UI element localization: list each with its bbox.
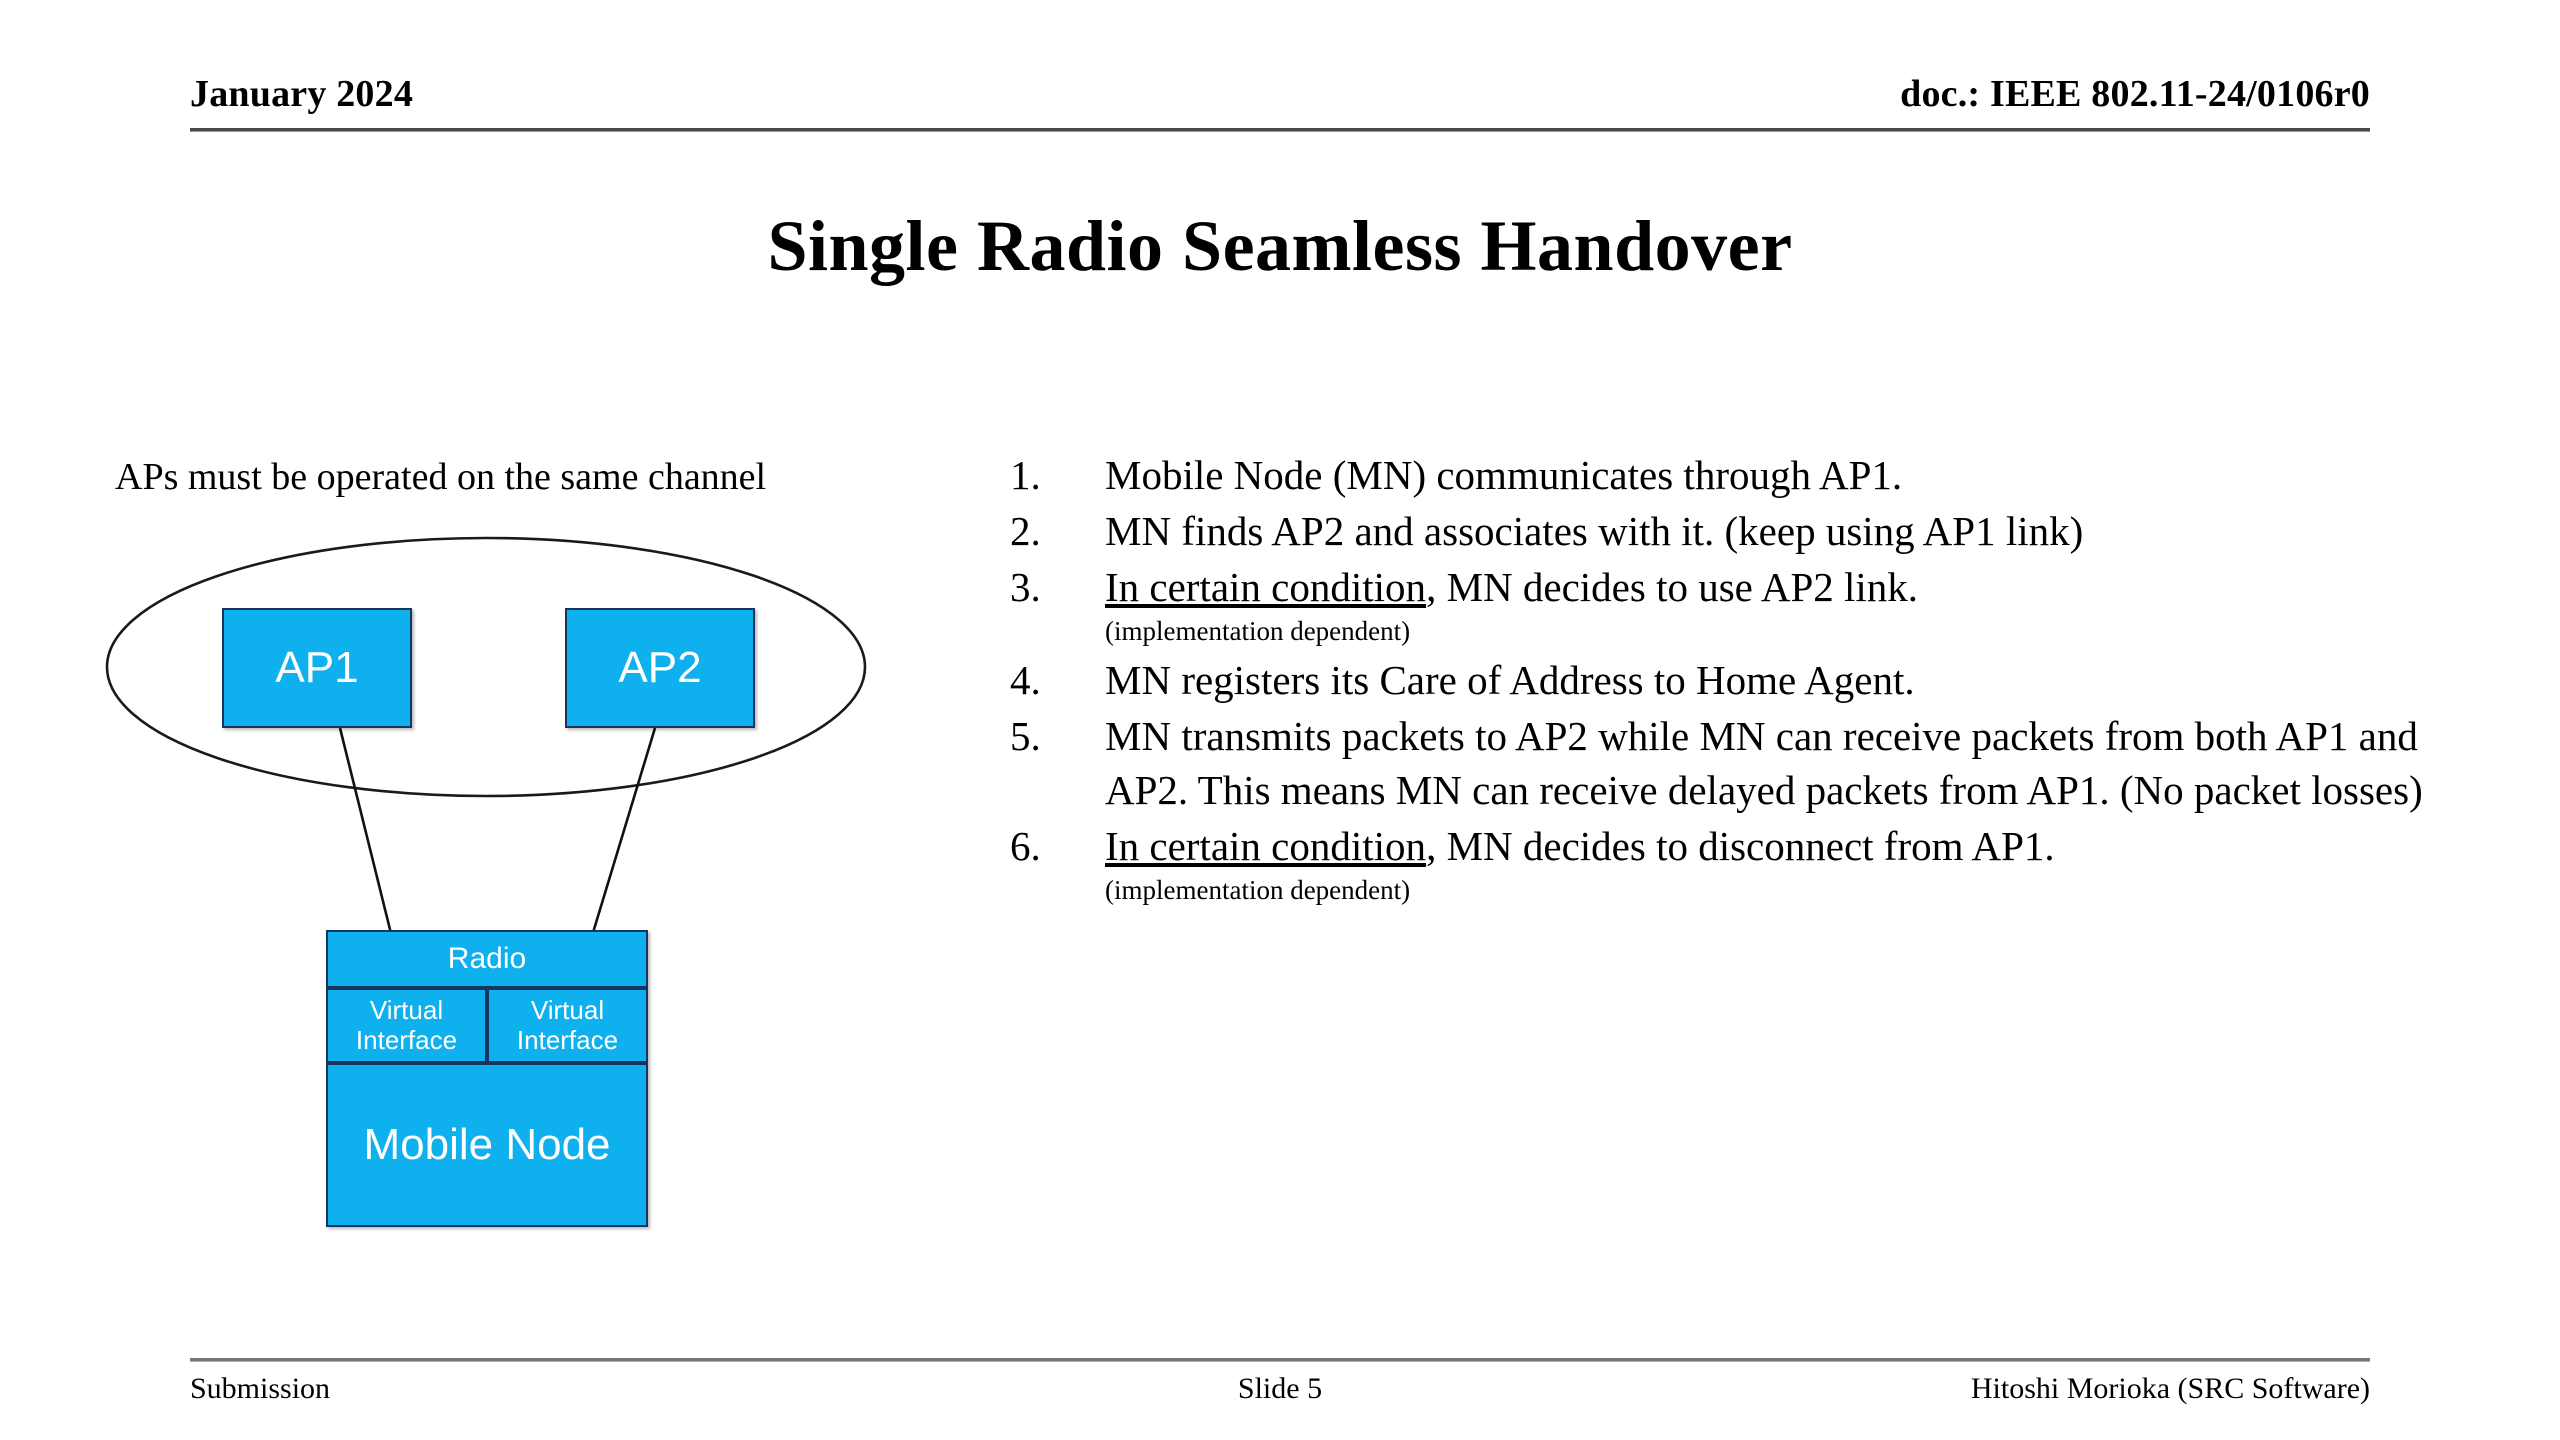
list-item-body: MN registers its Care of Address to Home… [1105,656,1915,703]
radio-block[interactable]: Radio [326,930,648,988]
virtual-interface-2-block[interactable]: Virtual Interface [487,988,648,1063]
mobile-node-label: Mobile Node [363,1120,611,1170]
header-divider [190,128,2370,132]
list-item: 6. In certain condition, MN decides to d… [1010,819,2490,873]
list-item-emphasis: In certain condition [1105,564,1427,611]
list-item-number: 4. [1010,656,1041,703]
list-item-body: Mobile Node (MN) communicates through AP… [1105,452,1903,498]
ap2-label: AP2 [618,643,702,693]
list-item-subnote: (implementation dependent) [1105,875,1411,906]
list-item-text: MN transmits packets to AP2 while MN can… [1105,709,2490,817]
footer-author: Hitoshi Morioka (SRC Software) [1970,1372,2370,1405]
radio-label: Radio [447,942,527,976]
list-item-subnote: (implementation dependent) [1105,616,1411,647]
ap1-label: AP1 [275,643,359,693]
list-item-text: MN registers its Care of Address to Home… [1105,653,2490,707]
list-item-number: 2. [1010,508,1041,555]
footer-submission-label: Submission [190,1372,331,1405]
virtual-interface-1-block[interactable]: Virtual Interface [326,988,487,1063]
ap2-node[interactable]: AP2 [565,608,755,728]
mobile-node-block[interactable]: Mobile Node [326,1063,648,1227]
list-item: 4. MN registers its Care of Address to H… [1010,653,2490,707]
footer-divider [190,1358,2370,1362]
list-item-text: In certain condition, MN decides to disc… [1105,819,2490,873]
coverage-ellipse-icon [105,536,867,798]
list-item-text: Mobile Node (MN) communicates through AP… [1105,448,2490,502]
virtual-interface-1-label: Virtual Interface [355,995,458,1055]
list-item-number: 3. [1010,564,1041,611]
list-item-number: 1. [1010,452,1041,498]
list-item-body: MN finds AP2 and associates with it. (ke… [1105,508,2084,555]
list-item-number: 6. [1010,823,1041,870]
slide-footer: Submission Slide 5 Hitoshi Morioka (SRC … [190,1358,2370,1418]
list-item-body: , MN decides to disconnect from AP1. [1426,823,2055,870]
slide-header: January 2024 doc.: IEEE 802.11-24/0106r0 [190,72,2370,132]
list-item-text: In certain condition, MN decides to use … [1105,560,2490,614]
list-item-emphasis: In certain condition [1105,823,1427,870]
ap1-node[interactable]: AP1 [222,608,412,728]
list-item-body: , MN decides to use AP2 link. [1426,564,1919,611]
header-doc-id: doc.: IEEE 802.11-24/0106r0 [1900,73,2370,115]
network-diagram: APs must be operated on the same channel… [0,430,1000,1260]
handover-steps-list: 1. Mobile Node (MN) communicates through… [1010,448,2490,912]
list-item-text: MN finds AP2 and associates with it. (ke… [1105,504,2490,558]
page-title: Single Radio Seamless Handover [767,206,1793,286]
header-date: January 2024 [190,73,414,115]
list-item: 1. Mobile Node (MN) communicates through… [1010,448,2490,502]
list-item-number: 5. [1010,712,1041,759]
diagram-caption: APs must be operated on the same channel [115,456,767,498]
footer-slide-number: Slide 5 [1237,1372,1323,1405]
virtual-interface-2-label: Virtual Interface [516,995,619,1055]
list-item: 2. MN finds AP2 and associates with it. … [1010,504,2490,558]
list-item-body: MN transmits packets to AP2 while MN can… [1105,712,2423,814]
list-item: 5. MN transmits packets to AP2 while MN … [1010,709,2490,817]
list-item: 3. In certain condition, MN decides to u… [1010,560,2490,614]
